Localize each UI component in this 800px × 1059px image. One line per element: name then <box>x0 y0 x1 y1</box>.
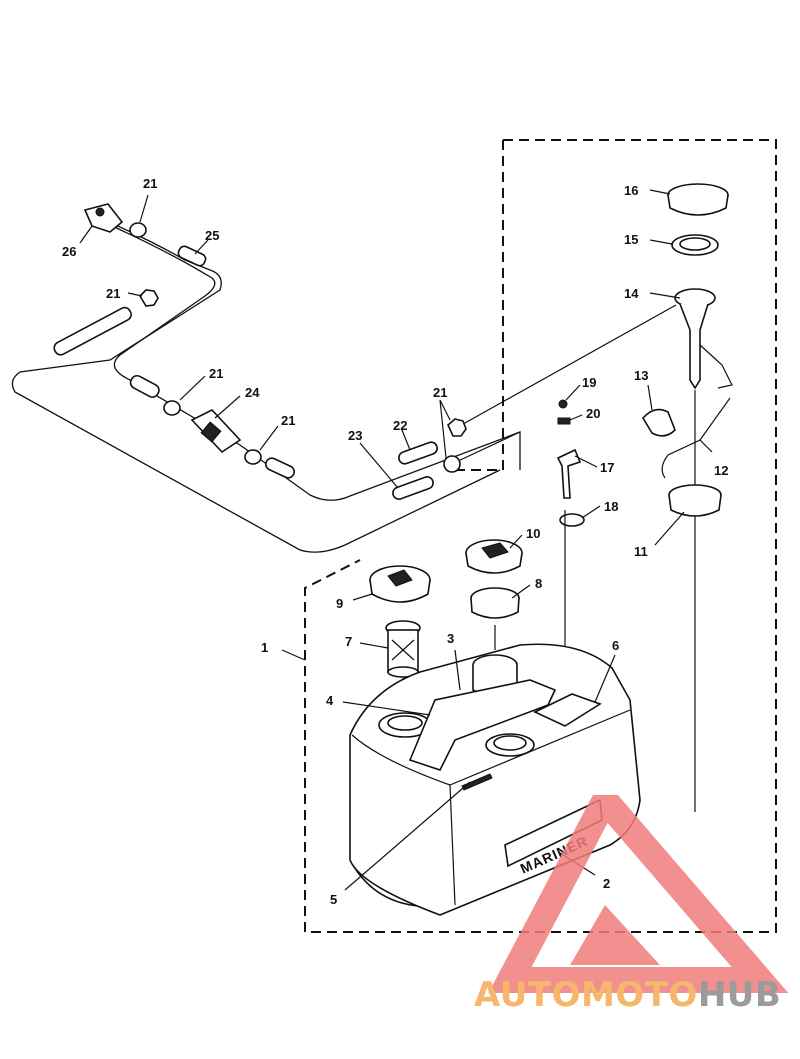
label-26: 26 <box>62 244 76 259</box>
label-21-e: 21 <box>433 385 447 400</box>
gasket-15 <box>671 234 719 256</box>
label-20: 20 <box>586 406 600 421</box>
label-8: 8 <box>535 576 542 591</box>
cap-9 <box>369 565 431 603</box>
label-5: 5 <box>330 892 337 907</box>
gauge-nut-11 <box>668 484 722 517</box>
label-22: 22 <box>393 418 407 433</box>
part-numbers: 1 2 3 4 5 6 7 8 9 10 11 12 13 14 15 16 1… <box>62 176 728 907</box>
label-3: 3 <box>447 631 454 646</box>
label-12: 12 <box>714 463 728 478</box>
spring-20 <box>557 417 571 425</box>
hose-segment-left <box>53 306 132 356</box>
label-6: 6 <box>612 638 619 653</box>
label-19: 19 <box>582 375 596 390</box>
label-1: 1 <box>261 640 268 655</box>
watermark-part2: HUB <box>697 975 782 1015</box>
label-18: 18 <box>604 499 618 514</box>
label-25: 25 <box>205 228 219 243</box>
hose-connector-26 <box>83 203 124 233</box>
hose-clamp-21a <box>129 222 147 238</box>
hose-clamp-21b <box>138 289 159 307</box>
hose-clamp-21d <box>244 449 262 465</box>
label-14: 14 <box>624 286 639 301</box>
label-23: 23 <box>348 428 362 443</box>
fitting-17 <box>556 448 582 499</box>
label-21-c: 21 <box>209 366 223 381</box>
label-21-a: 21 <box>143 176 157 191</box>
label-17: 17 <box>600 460 614 475</box>
hose-segment-25 <box>177 245 207 267</box>
screw-19 <box>558 399 568 409</box>
watermark-part1: AUTOMOTO <box>474 975 698 1015</box>
logo-inner-triangle <box>570 905 660 965</box>
label-13: 13 <box>634 368 648 383</box>
strainer-7 <box>385 620 421 678</box>
logo-triangle <box>488 795 789 993</box>
hose-clamp-21c <box>163 400 181 416</box>
label-10: 10 <box>526 526 540 541</box>
fuel-cap-10 <box>465 539 523 574</box>
hose-segment-23 <box>392 476 434 500</box>
assembly-boundary-inner <box>455 140 504 471</box>
hose-segment-small <box>265 457 295 479</box>
fuel-tank-1: MARINER <box>349 643 641 916</box>
gasket-18 <box>559 513 585 527</box>
label-21-b: 21 <box>106 286 120 301</box>
fuel-gauge-14 <box>674 288 733 812</box>
gasket-8 <box>470 587 520 619</box>
automotohub-logo <box>488 795 789 993</box>
label-4: 4 <box>326 693 334 708</box>
cap-ring-16 <box>667 183 729 216</box>
label-2: 2 <box>603 876 610 891</box>
label-21-d: 21 <box>281 413 295 428</box>
float-13 <box>642 408 676 437</box>
float-arm-12 <box>661 397 731 479</box>
leader-lines <box>79 189 713 891</box>
watermark-text: AUTOMOTOHUB <box>474 975 781 1015</box>
label-9: 9 <box>336 596 343 611</box>
label-16: 16 <box>624 183 638 198</box>
fuel-filter-24 <box>190 409 242 454</box>
label-11: 11 <box>634 544 648 559</box>
label-15: 15 <box>624 232 638 247</box>
label-24: 24 <box>245 385 260 400</box>
label-7: 7 <box>345 634 352 649</box>
hose-clamp-21e <box>443 418 467 473</box>
fuel-hose <box>11 217 677 553</box>
hose-segment-22 <box>398 441 438 465</box>
hose-segment-mid <box>129 374 160 398</box>
